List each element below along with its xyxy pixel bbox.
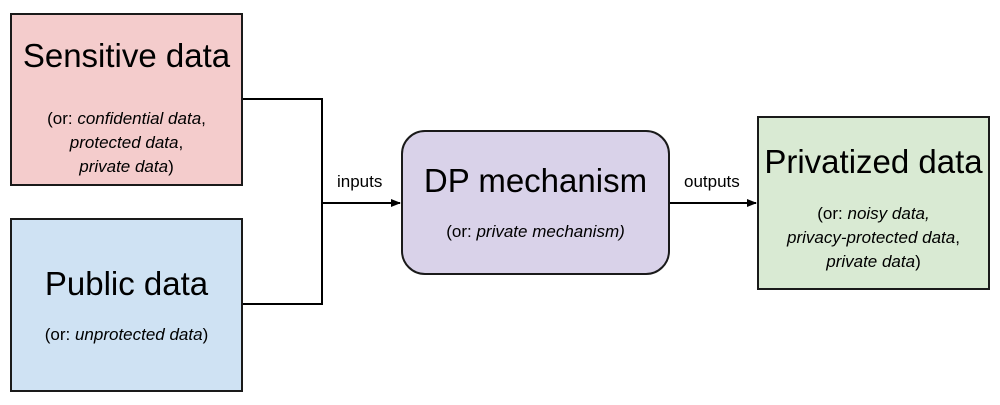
note-plain-text: (or: xyxy=(44,325,75,344)
note-italic-text: protected data xyxy=(69,133,179,152)
note-italic-text: private data xyxy=(79,157,169,176)
dp-mechanism-node: DP mechanism (or: private mechanism) xyxy=(401,130,670,275)
note-line: (or: unprotected data) xyxy=(12,323,241,347)
sensitive-data-note: (or: confidential data,protected data,pr… xyxy=(12,107,241,179)
note-italic-text: unprotected data xyxy=(74,325,203,344)
note-plain-text: , xyxy=(178,133,184,152)
note-plain-text: ) xyxy=(915,252,921,271)
public-connector-line xyxy=(243,203,323,305)
note-line: private data) xyxy=(12,155,241,179)
public-data-note: (or: unprotected data) xyxy=(12,323,241,347)
note-italic-text: noisy data, xyxy=(847,204,930,223)
note-line: privacy-protected data, xyxy=(759,226,988,250)
note-line: private data) xyxy=(759,250,988,274)
sensitive-data-node: Sensitive data (or: confidential data,pr… xyxy=(10,13,243,186)
note-italic-text: private data xyxy=(826,252,916,271)
note-plain-text: ) xyxy=(202,325,209,344)
note-line: protected data, xyxy=(12,131,241,155)
note-plain-text: (or: xyxy=(817,204,848,223)
sensitive-data-title: Sensitive data xyxy=(22,37,231,74)
outputs-label: outputs xyxy=(684,172,740,191)
privatized-data-title: Privatized data xyxy=(764,143,983,180)
note-plain-text: , xyxy=(201,109,206,128)
note-plain-text: , xyxy=(955,228,960,247)
privatized-data-note: (or: noisy data,privacy-protected data,p… xyxy=(759,202,988,274)
inputs-label: inputs xyxy=(337,172,383,191)
dp-mechanism-note: (or: private mechanism) xyxy=(403,220,668,244)
note-plain-text: (or: xyxy=(47,109,78,128)
note-line: (or: confidential data, xyxy=(12,107,241,131)
public-data-node: Public data (or: unprotected data) xyxy=(10,218,243,392)
dp-mechanism-title: DP mechanism xyxy=(423,162,648,199)
privatized-data-node: Privatized data (or: noisy data,privacy-… xyxy=(757,116,990,290)
note-line: (or: noisy data, xyxy=(759,202,988,226)
note-italic-text: privacy-protected data xyxy=(787,228,956,247)
note-italic-text: confidential data xyxy=(77,109,202,128)
note-plain-text: ) xyxy=(168,157,174,176)
note-plain-text: (or: xyxy=(446,222,477,241)
note-italic-text: private mechanism) xyxy=(476,222,625,241)
note-line: (or: private mechanism) xyxy=(403,220,668,244)
sensitive-connector-line xyxy=(243,98,323,203)
public-data-title: Public data xyxy=(44,265,209,302)
